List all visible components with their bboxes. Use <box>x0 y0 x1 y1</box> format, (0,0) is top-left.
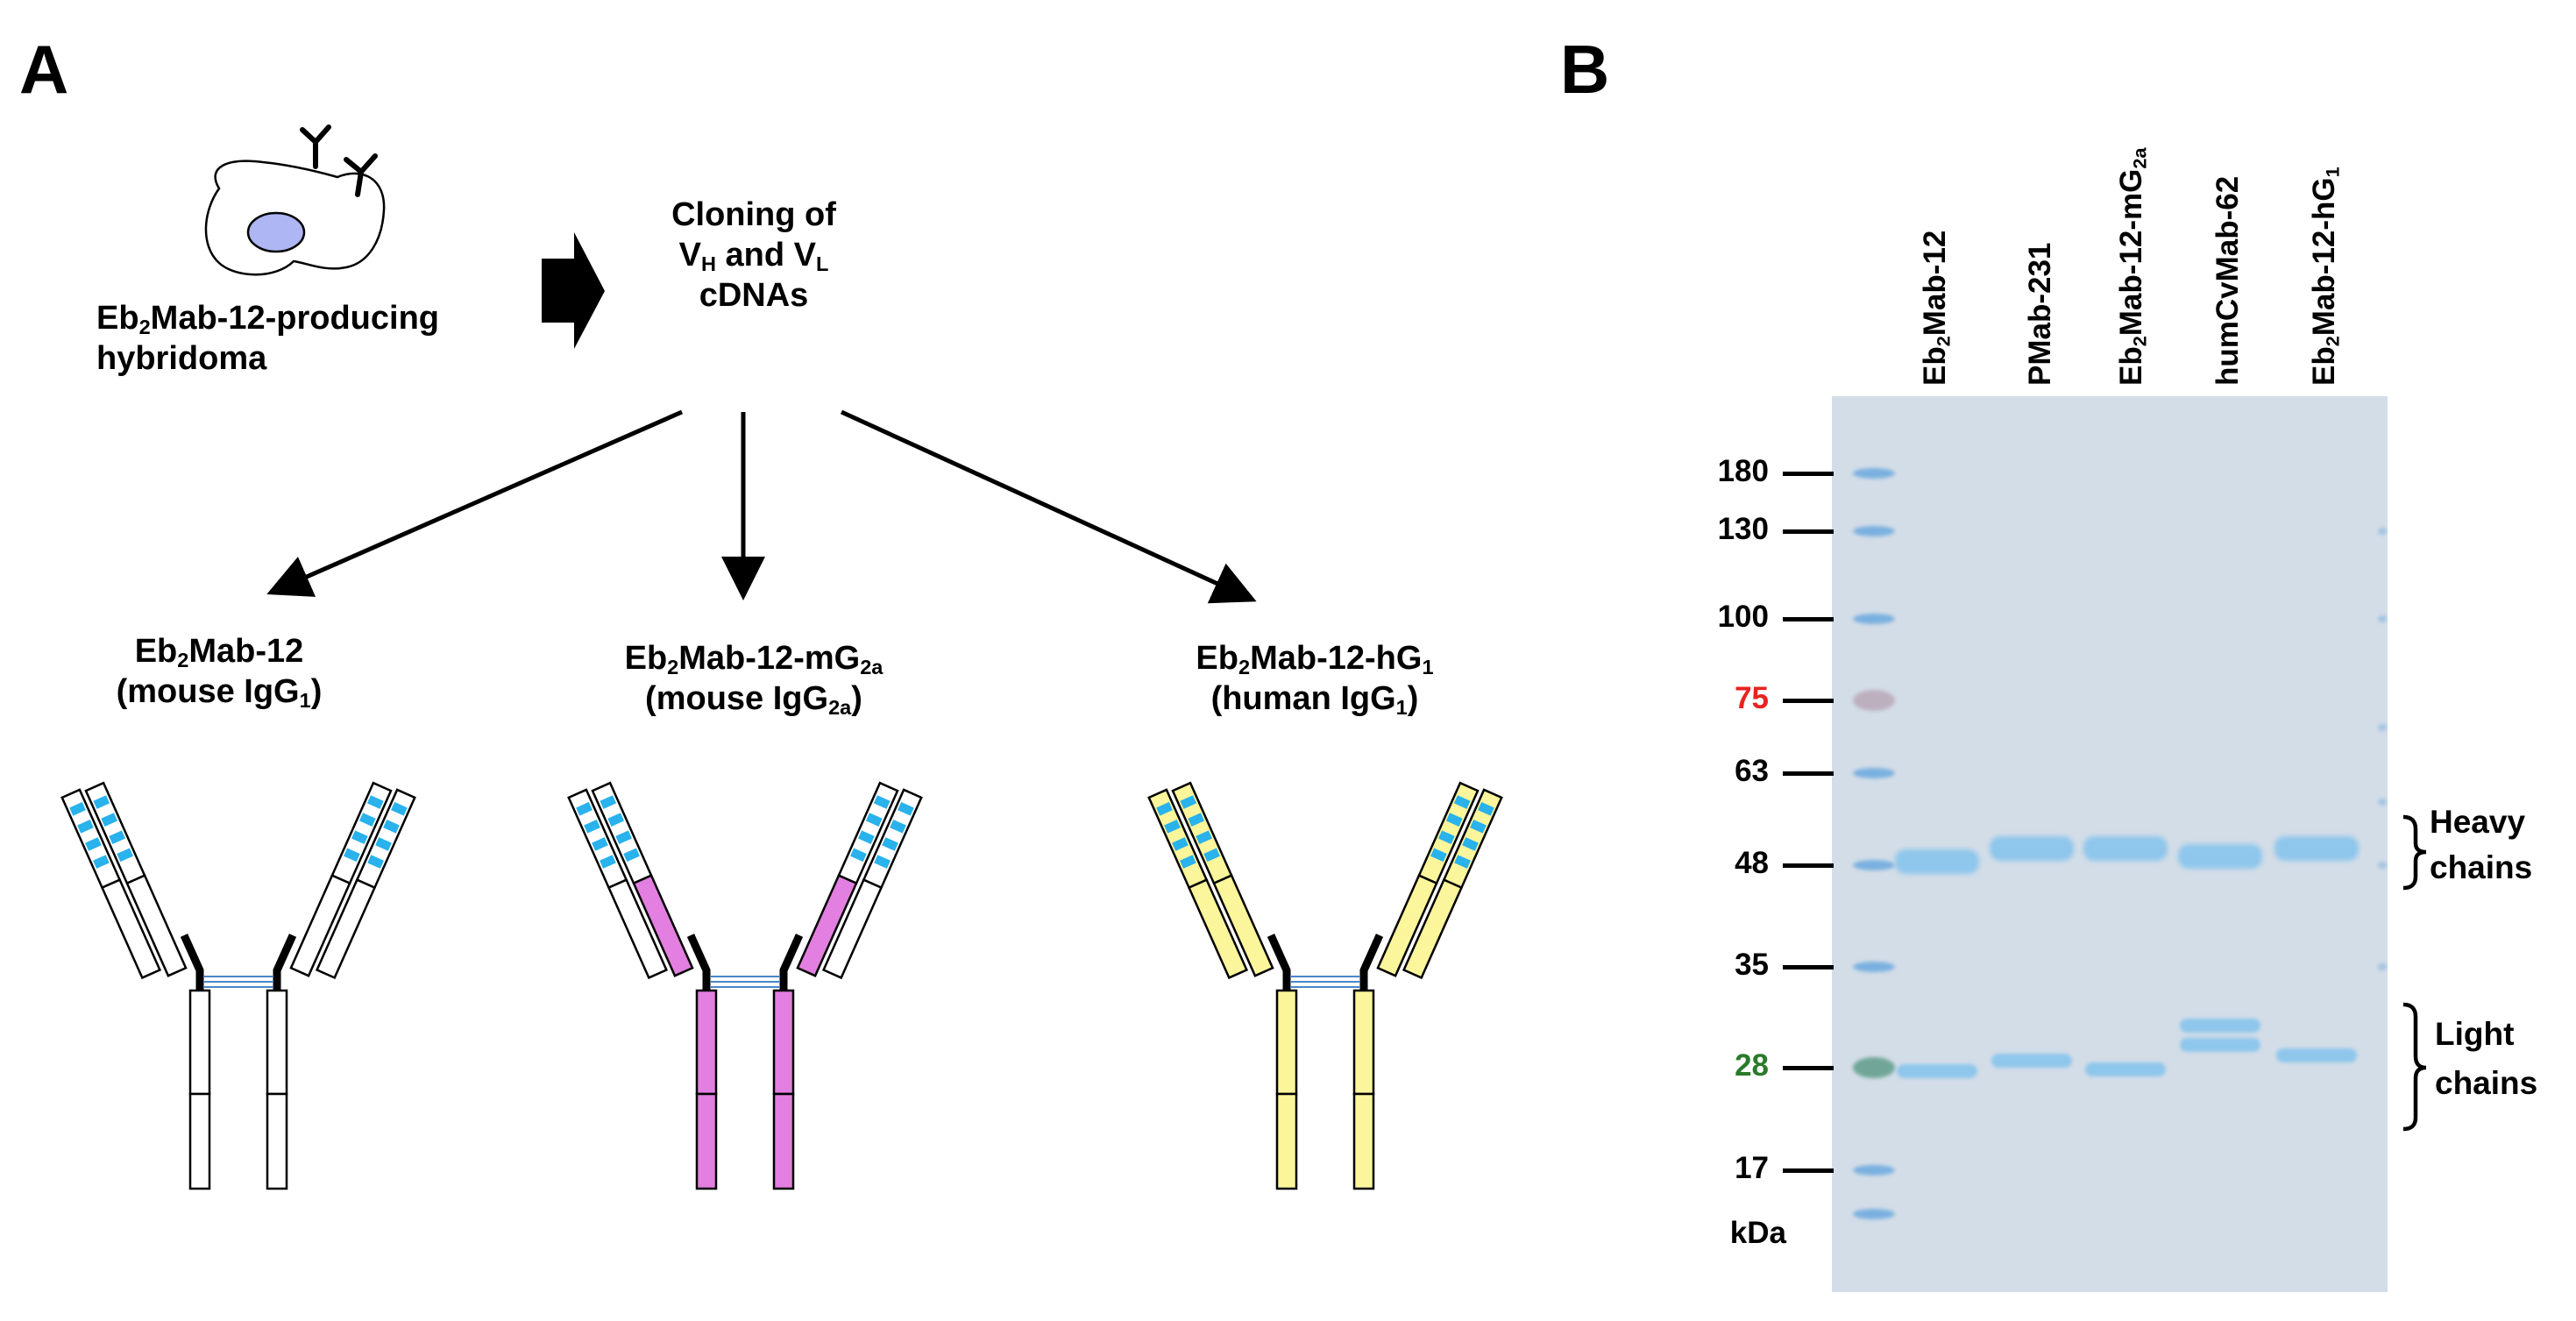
mw-label-100: 100 <box>1717 600 1769 634</box>
ladder-band <box>1853 1057 1895 1078</box>
ladder-band <box>1853 1165 1895 1175</box>
ladder-band <box>1853 614 1895 624</box>
arrow-to-mouse-igg1 <box>266 409 684 597</box>
mw-tick-48 <box>1783 863 1834 868</box>
ladder-band <box>1853 860 1895 870</box>
light-chain-band <box>2276 1048 2357 1062</box>
antibody-1 <box>60 781 416 1190</box>
heavy-chain-bracket <box>2402 814 2427 891</box>
ladder-band <box>1853 768 1895 778</box>
light-chain-band <box>2180 1019 2260 1033</box>
mw-label-180: 180 <box>1717 454 1769 488</box>
mw-tick-28 <box>1783 1066 1834 1070</box>
ladder-band <box>1853 690 1895 711</box>
mw-label-63: 63 <box>1735 754 1769 788</box>
heavy-chain-band <box>2083 836 2168 861</box>
heavy-chain-band <box>1990 836 2074 861</box>
mw-tick-180 <box>1783 472 1834 476</box>
light-chain-band <box>1897 1064 1977 1078</box>
mw-label-130: 130 <box>1717 512 1769 546</box>
arrow-to-human-igg1 <box>840 409 1257 604</box>
mw-label-28: 28 <box>1735 1048 1769 1083</box>
heavy-chain-band <box>1895 849 1979 874</box>
heavy-chain-band <box>2178 844 2262 869</box>
ladder-band <box>1853 1209 1895 1219</box>
mw-tick-63 <box>1783 771 1834 776</box>
mw-tick-75 <box>1783 699 1834 703</box>
mw-label-75: 75 <box>1735 681 1769 715</box>
cloning-label: Cloning of VH and VL cDNAs <box>671 196 836 314</box>
light-chain-band <box>2180 1038 2260 1052</box>
mw-tick-35 <box>1783 965 1834 969</box>
light-chain-bracket <box>2402 1002 2427 1132</box>
light-chain-band <box>1991 1054 2072 1068</box>
mw-unit-label: kDa <box>1729 1216 1786 1250</box>
hybridoma-label: Eb2Mab-12-producing hybridoma <box>96 300 439 377</box>
ladder-band <box>1853 526 1895 536</box>
mw-label-17: 17 <box>1735 1151 1769 1185</box>
antibody-3 <box>1147 781 1503 1190</box>
mw-label-48: 48 <box>1735 846 1769 880</box>
mw-label-35: 35 <box>1735 948 1769 982</box>
panel-b-letter: B <box>1560 31 1610 108</box>
mw-tick-130 <box>1783 529 1834 534</box>
heavy-chain-band <box>2274 836 2359 861</box>
light-chain-band <box>2085 1062 2166 1076</box>
antibody-2 <box>567 781 923 1190</box>
antibody-label-3: Eb2Mab-12-hG1 (human IgG1) <box>1196 640 1434 719</box>
mw-tick-17 <box>1783 1168 1834 1173</box>
antibody-label-1: Eb2Mab-12 (mouse IgG1) <box>116 633 323 712</box>
panel-a-letter: A <box>19 31 69 108</box>
mw-tick-100 <box>1783 617 1834 621</box>
antibody-label-2: Eb2Mab-12-mG2a (mouse IgG2a) <box>624 640 884 719</box>
ladder-band <box>1853 468 1895 479</box>
ladder-band <box>1853 962 1895 972</box>
